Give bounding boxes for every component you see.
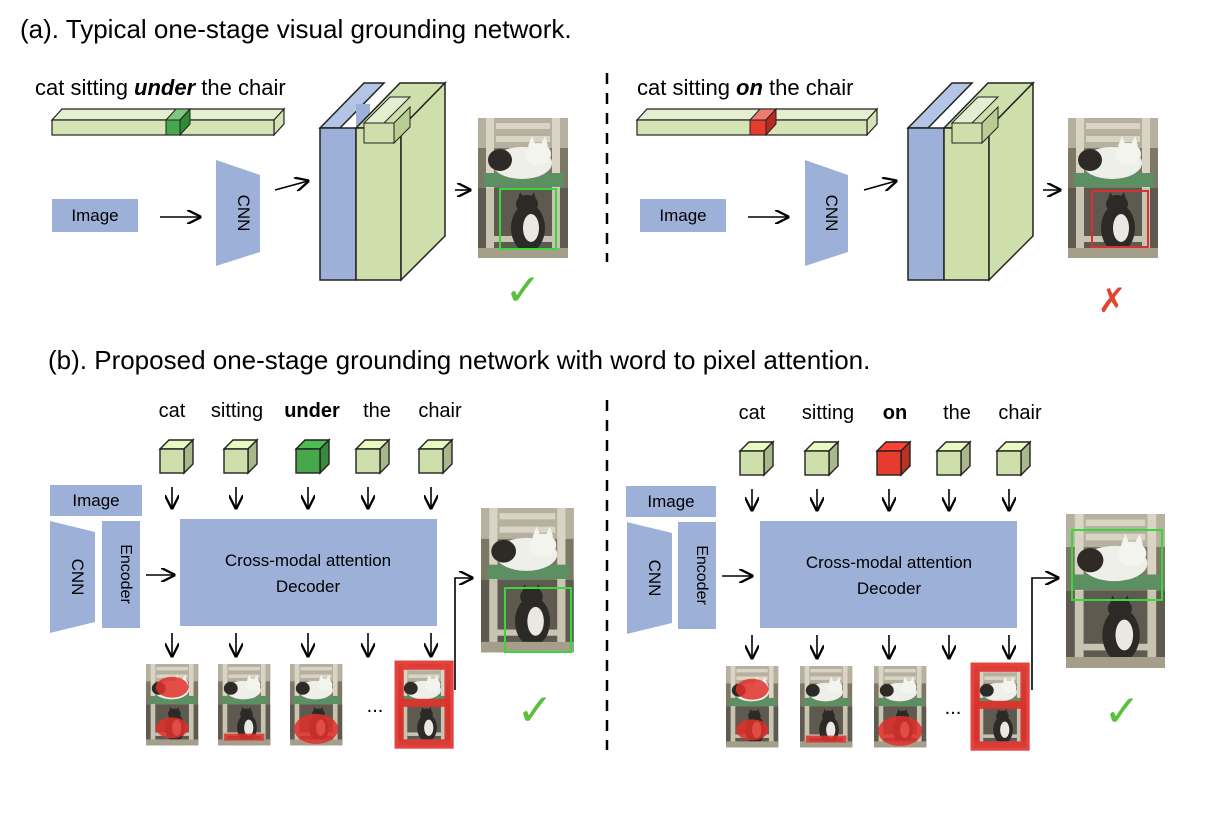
- b-right-ellipsis: ...: [945, 697, 962, 719]
- svg-text:Image: Image: [72, 491, 119, 510]
- b-right-word-cube: [995, 440, 1032, 477]
- b-left-output-arrows: [172, 633, 431, 656]
- b-right-image-box: Image: [626, 486, 716, 517]
- a-left-panel: cat sitting under the chair Image CNN: [35, 75, 568, 316]
- b-left-panel: cat sitting under the chair Image CNN En…: [50, 400, 574, 749]
- b-left-word-cube: [417, 438, 454, 475]
- a-right-query: cat sitting on the chair: [637, 75, 853, 100]
- b-left-word-cubes: [158, 438, 454, 475]
- a-right-keyword-token: [748, 107, 778, 137]
- b-right-attention-map: [874, 666, 927, 748]
- svg-text:Decoder: Decoder: [276, 577, 341, 596]
- b-right-panel: cat sitting on the chair Image CNN Encod…: [626, 402, 1165, 751]
- a-left-fused-feature: [318, 81, 447, 282]
- svg-text:Image: Image: [71, 206, 118, 225]
- b-right-check-icon: ✓: [1104, 686, 1141, 737]
- b-left-decoder: Cross-modal attention Decoder: [180, 519, 437, 626]
- svg-text:CNN: CNN: [822, 195, 841, 232]
- b-right-result-image: [1066, 514, 1165, 668]
- a-left-image-box: Image: [52, 199, 138, 232]
- b-right-word-cube: [738, 440, 775, 477]
- a-right-cross-icon: ✗: [1098, 281, 1127, 321]
- a-left-check-icon: ✓: [505, 265, 542, 316]
- b-right-result-connector: [1031, 578, 1058, 690]
- b-left-input-arrows: [172, 487, 431, 508]
- b-left-attention-map: [394, 660, 454, 749]
- svg-text:Image: Image: [647, 492, 694, 511]
- b-right-input-arrows: [752, 489, 1009, 510]
- svg-text:Encoder: Encoder: [693, 545, 710, 605]
- b-left-word-cube: [354, 438, 391, 475]
- b-right-keyword-cube: [875, 440, 912, 477]
- b-left-attention-maps: [146, 660, 454, 749]
- b-left-keyword-cube: [294, 438, 331, 475]
- b-right-word-cubes: [738, 440, 1032, 477]
- a-left-result-image: [478, 118, 568, 258]
- b-left-word-cube: [222, 438, 259, 475]
- a-right-image-box: Image: [640, 199, 726, 232]
- b-right-attention-map: [800, 666, 853, 748]
- section-b-title: (b). Proposed one-stage grounding networ…: [48, 345, 870, 375]
- b-right-output-arrows: [752, 635, 1009, 658]
- svg-text:Cross-modal attention: Cross-modal attention: [806, 553, 972, 572]
- svg-text:Encoder: Encoder: [117, 544, 134, 604]
- b-left-word: sitting: [211, 400, 263, 422]
- b-right-word-cube: [935, 440, 972, 477]
- a-right-cnn: CNN: [805, 160, 848, 266]
- b-left-ellipsis: ...: [367, 695, 384, 717]
- svg-text:CNN: CNN: [645, 560, 664, 597]
- a-right-cnn-arrow: [863, 181, 896, 190]
- a-right-panel: cat sitting on the chair Image CNN: [635, 75, 1158, 321]
- b-left-attention-map: [290, 664, 343, 746]
- b-right-decoder: Cross-modal attention Decoder: [760, 521, 1017, 628]
- b-left-check-icon: ✓: [517, 685, 554, 736]
- b-left-result-connector: [454, 578, 472, 690]
- b-right-attention-maps: [726, 662, 1030, 751]
- svg-text:CNN: CNN: [68, 559, 87, 596]
- a-left-keyword-token: [164, 107, 192, 137]
- b-left-word-cube: [158, 438, 195, 475]
- b-left-word: chair: [418, 400, 462, 422]
- b-left-attention-map: [218, 664, 271, 746]
- b-left-attention-map: [146, 664, 199, 746]
- b-right-word: sitting: [802, 402, 854, 424]
- b-right-word: cat: [739, 402, 766, 424]
- a-left-cnn-arrow: [274, 181, 308, 190]
- a-right-text-embedding: [635, 107, 879, 137]
- a-right-result-image: [1068, 118, 1158, 258]
- b-right-encoder: Encoder: [678, 522, 716, 629]
- b-right-word-labels: cat sitting on the chair: [739, 402, 1042, 424]
- b-left-word: the: [363, 400, 391, 422]
- a-left-cnn: CNN: [216, 160, 260, 266]
- svg-text:Cross-modal attention: Cross-modal attention: [225, 551, 391, 570]
- b-right-word-keyword: on: [883, 402, 907, 424]
- svg-text:Decoder: Decoder: [857, 579, 922, 598]
- b-right-attention-map: [726, 666, 779, 748]
- b-right-cnn: CNN: [627, 522, 672, 634]
- b-right-word: chair: [998, 402, 1042, 424]
- section-a-title: (a). Typical one-stage visual grounding …: [20, 14, 572, 44]
- b-right-word: the: [943, 402, 971, 424]
- b-right-word-cube: [803, 440, 840, 477]
- b-left-image-box: Image: [50, 485, 142, 516]
- svg-text:Image: Image: [659, 206, 706, 225]
- svg-text:CNN: CNN: [234, 195, 253, 232]
- b-left-cnn: CNN: [50, 521, 95, 633]
- a-right-fused-feature: [906, 81, 1035, 282]
- b-left-encoder: Encoder: [102, 521, 140, 628]
- a-left-query: cat sitting under the chair: [35, 75, 286, 100]
- b-left-word: cat: [159, 400, 186, 422]
- a-left-text-embedding: [50, 107, 286, 137]
- b-left-result-image: [481, 508, 574, 653]
- b-left-word-keyword: under: [284, 400, 340, 422]
- b-left-word-labels: cat sitting under the chair: [159, 400, 462, 422]
- b-right-attention-map: [970, 662, 1030, 751]
